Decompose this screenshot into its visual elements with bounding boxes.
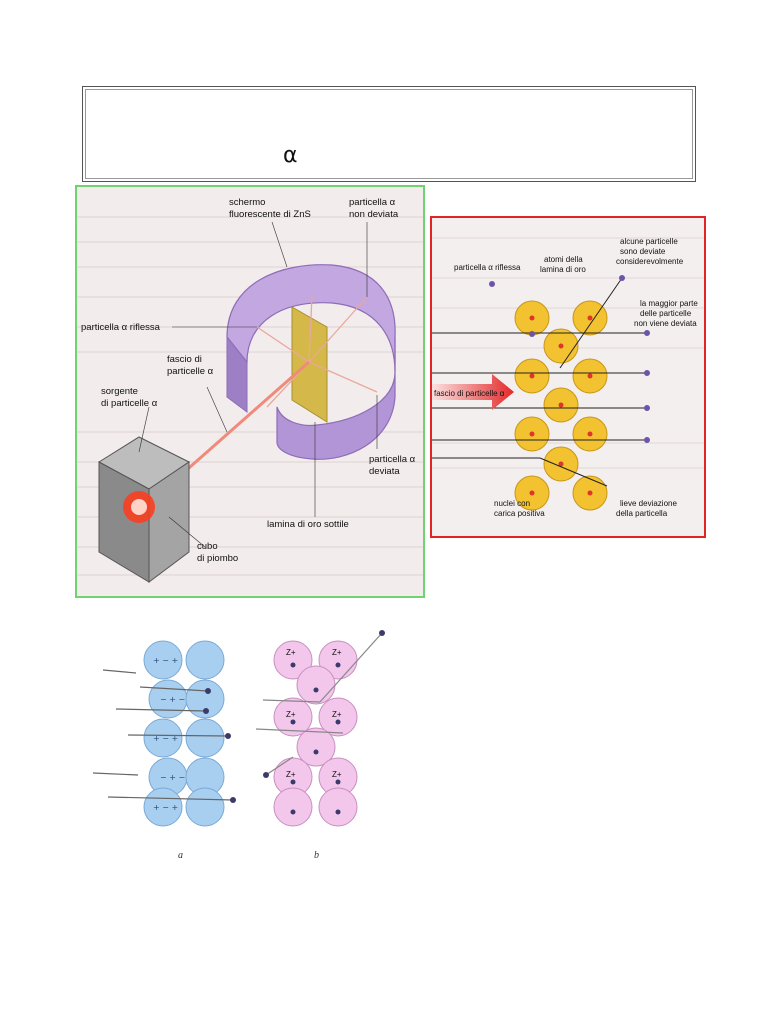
label-a: a — [178, 850, 183, 861]
label-gold-atoms-2: lamina di oro — [540, 265, 586, 274]
label-screen: schermo — [229, 197, 265, 208]
label-some-deviated: alcune particelle — [620, 237, 678, 246]
lead-cube — [98, 436, 190, 583]
label-foil: lamina di oro sottile — [267, 519, 349, 530]
charge-label: Z+ — [286, 770, 296, 779]
gold-atoms-figure: particella α riflessa atomi della lamina… — [430, 216, 706, 538]
svg-text:− + −: − + − — [160, 773, 185, 782]
charge-label: Z+ — [286, 648, 296, 657]
label-reflected: particella α riflessa — [81, 322, 161, 333]
label-most-3: non viene deviata — [634, 319, 697, 328]
label-cube: cubo — [197, 541, 218, 552]
label-deviated: particella α — [369, 454, 416, 465]
label-undeviated-2: non deviata — [349, 209, 399, 220]
label-beam: fascio di — [167, 354, 202, 365]
charge-label: Z+ — [286, 710, 296, 719]
label-most: la maggior parte — [640, 299, 698, 308]
label-gold-atoms: atomi della — [544, 255, 583, 264]
label-nuclei: nuclei con — [494, 499, 530, 508]
label-source: sorgente — [101, 386, 138, 397]
label-reflected: particella α riflessa — [454, 263, 521, 272]
label-cube-2: di piombo — [197, 553, 238, 564]
label-source-2: di particelle α — [101, 398, 158, 409]
rutherford-apparatus-figure: schermo fluorescente di ZnS particella α… — [75, 185, 425, 598]
zns-screen — [226, 264, 396, 460]
label-beam-2: particelle α — [167, 366, 214, 377]
label-slight: lieve deviazione — [620, 499, 677, 508]
label-beam: fascio di particelle α — [434, 389, 505, 398]
label-some-deviated-3: considerevolmente — [616, 257, 684, 266]
title-box: α — [82, 86, 696, 182]
charge-label: Z+ — [332, 648, 342, 657]
label-deviated-2: deviata — [369, 466, 400, 477]
svg-text:+ − +: + − + — [153, 656, 178, 665]
charge-label: Z+ — [332, 770, 342, 779]
svg-text:+ − +: + − + — [153, 803, 178, 812]
rutherford-model — [273, 640, 358, 827]
label-undeviated: particella α — [349, 197, 396, 208]
label-screen-2: fluorescente di ZnS — [229, 209, 311, 220]
svg-text:+ − +: + − + — [153, 734, 178, 743]
charge-label: Z+ — [332, 710, 342, 719]
label-slight-2: della particella — [616, 509, 668, 518]
gold-foil — [291, 306, 328, 423]
atom-models-figure: + − + − + − + − + − + − + − + a Z+ — [88, 625, 398, 870]
svg-text:− + −: − + − — [160, 695, 185, 704]
label-most-2: delle particelle — [640, 309, 692, 318]
label-b: b — [314, 850, 319, 861]
beam-arrow — [432, 374, 514, 410]
label-some-deviated-2: sono deviate — [620, 247, 666, 256]
label-nuclei-2: carica positiva — [494, 509, 545, 518]
alpha-symbol: α — [283, 143, 298, 168]
